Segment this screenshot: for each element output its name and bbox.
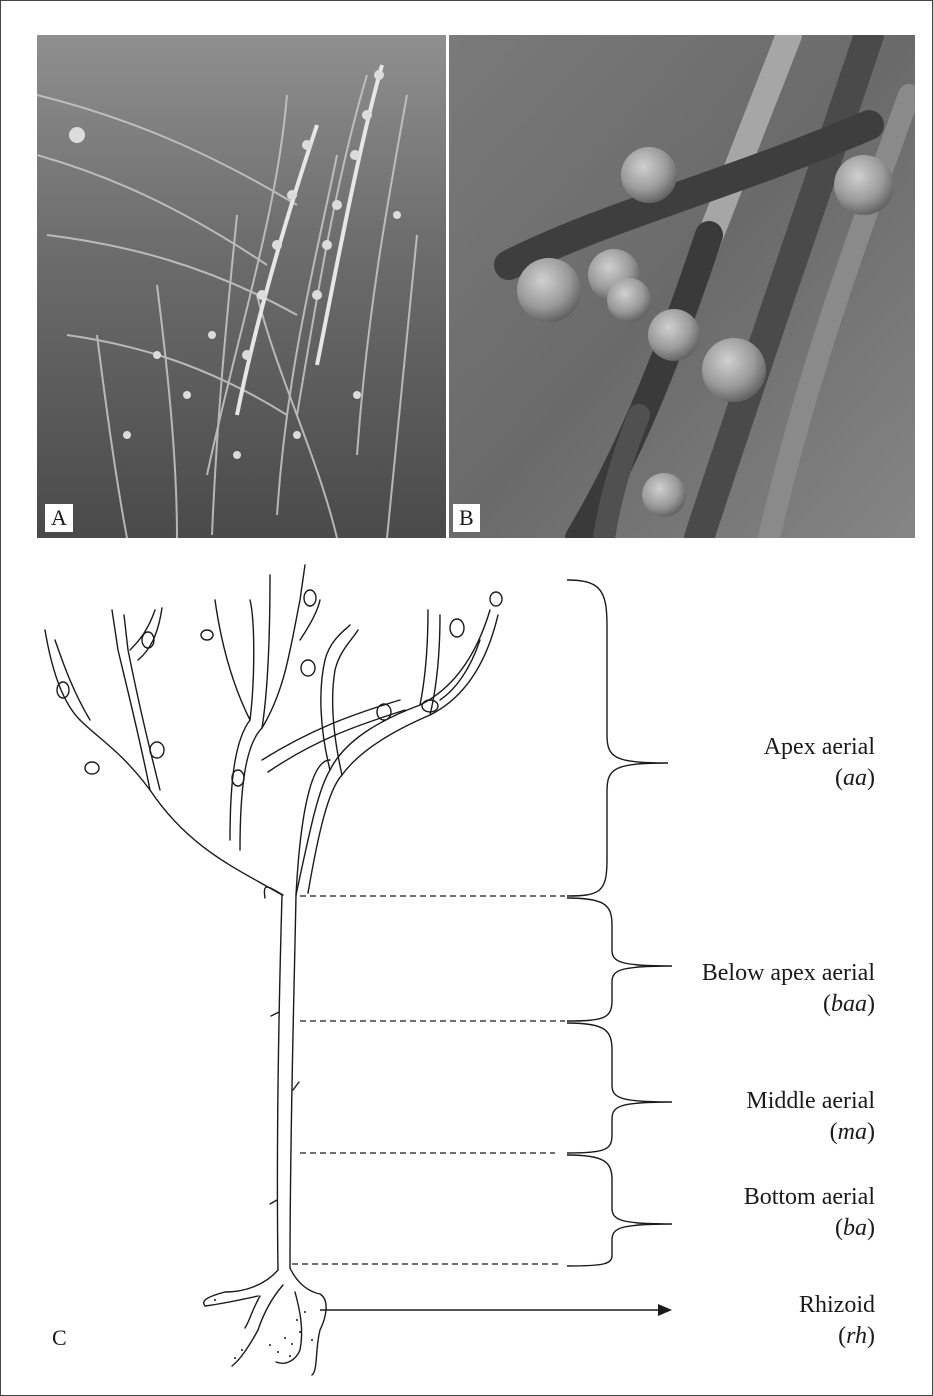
region-abbr: ba bbox=[843, 1215, 867, 1241]
region-name: Rhizoid bbox=[799, 1290, 875, 1321]
region-label-rhizoid: Rhizoid (rh) bbox=[799, 1290, 875, 1352]
region-label-apex-aerial: Apex aerial (aa) bbox=[764, 732, 875, 794]
region-name: Apex aerial bbox=[764, 732, 875, 763]
region-abbr: baa bbox=[831, 991, 867, 1017]
region-label-below-apex-aerial: Below apex aerial (baa) bbox=[702, 958, 875, 1020]
brace-below-apex-aerial bbox=[567, 898, 672, 1021]
brace-apex-aerial bbox=[567, 580, 668, 896]
panel-label-c: C bbox=[46, 1324, 73, 1352]
region-label-bottom-aerial: Bottom aerial (ba) bbox=[744, 1182, 875, 1244]
region-abbr: aa bbox=[843, 765, 867, 791]
region-abbr: rh bbox=[846, 1323, 867, 1349]
region-label-middle-aerial: Middle aerial (ma) bbox=[746, 1086, 875, 1148]
brace-bottom-aerial bbox=[567, 1155, 672, 1266]
region-name: Bottom aerial bbox=[744, 1182, 875, 1213]
region-name: Below apex aerial bbox=[702, 958, 875, 989]
region-abbr: ma bbox=[838, 1119, 867, 1145]
brace-middle-aerial bbox=[567, 1023, 672, 1153]
region-name: Middle aerial bbox=[746, 1086, 875, 1117]
rhizoid-arrow bbox=[320, 1304, 672, 1316]
